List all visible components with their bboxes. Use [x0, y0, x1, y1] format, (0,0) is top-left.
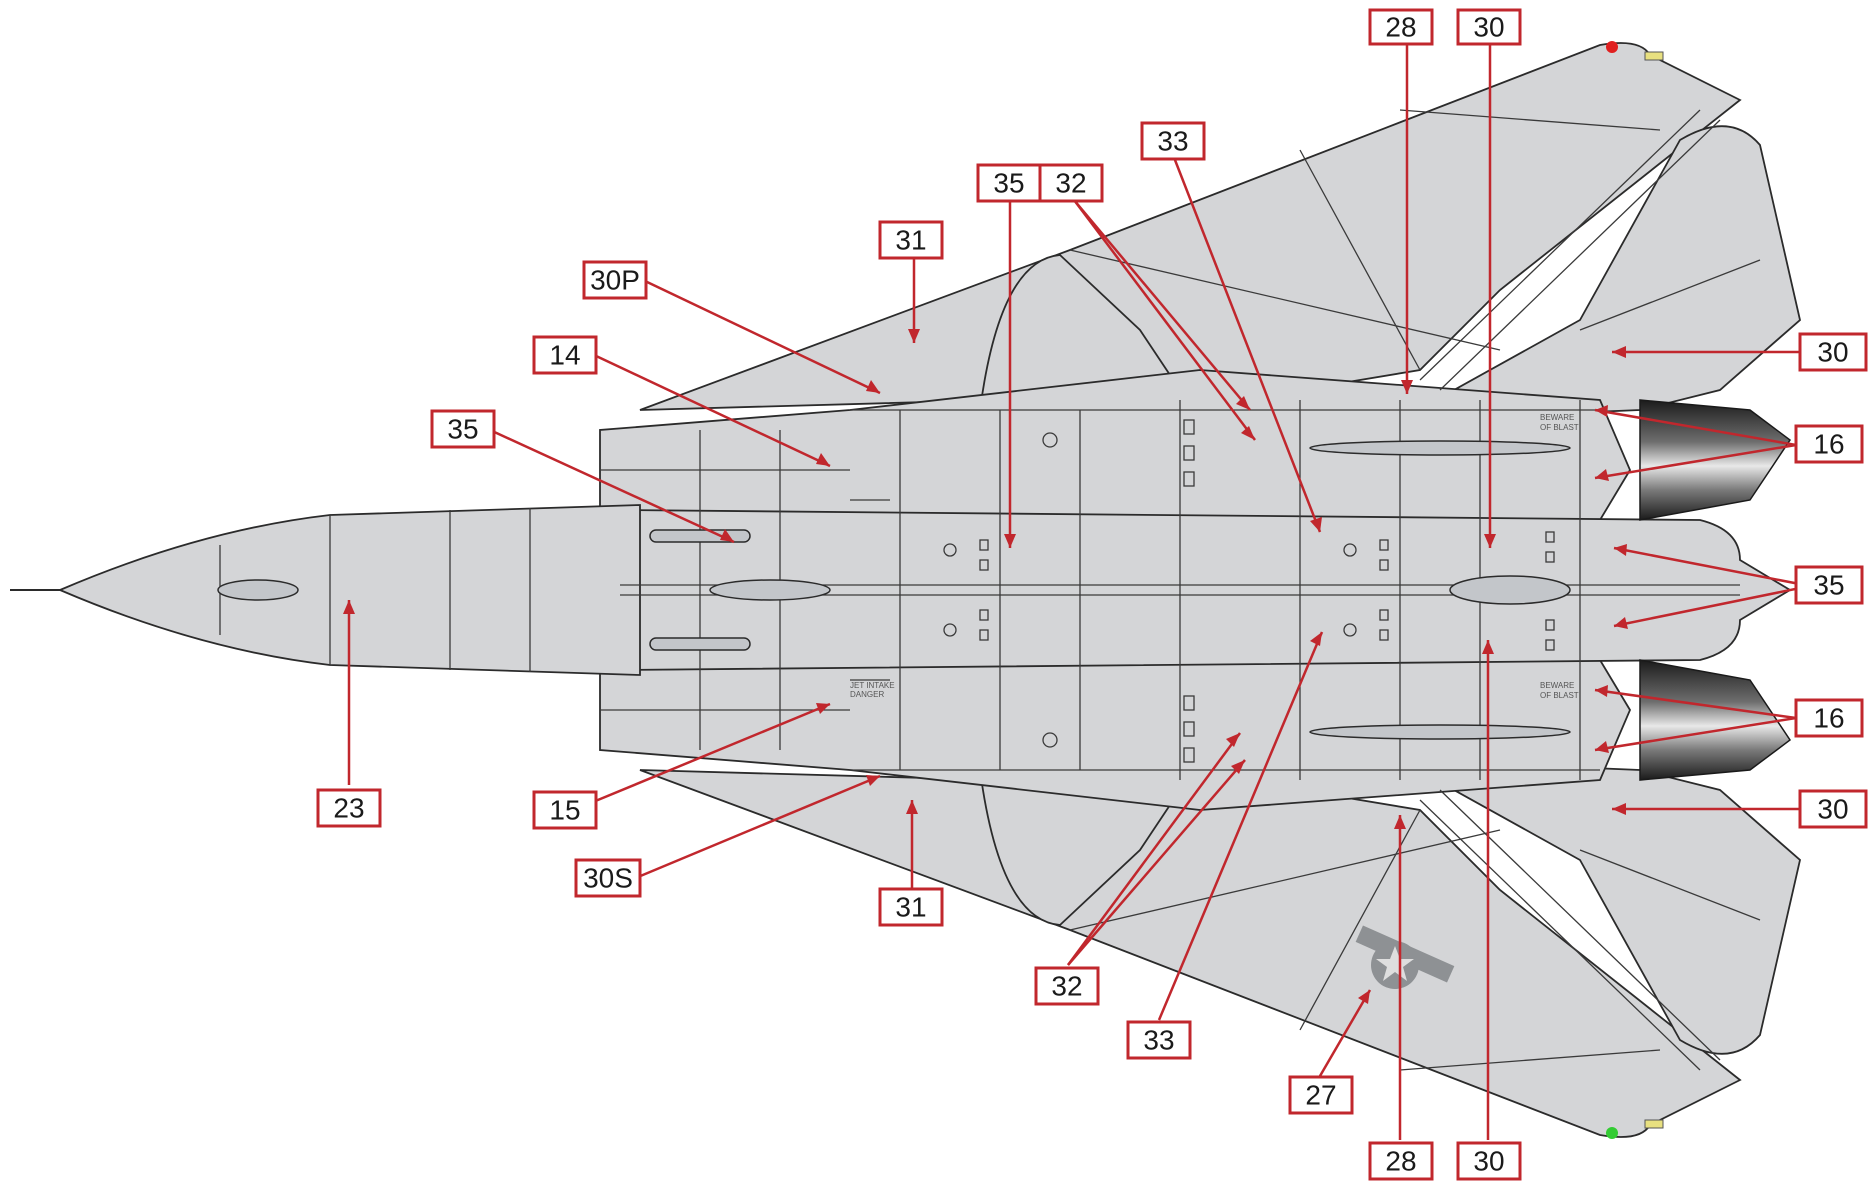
callout-32-top: 32 [1038, 163, 1104, 203]
svg-text:32: 32 [1055, 168, 1086, 199]
callout-15: 15 [532, 790, 598, 830]
starboard-stabilator [1399, 759, 1801, 1055]
svg-text:16: 16 [1813, 703, 1844, 734]
svg-text:31: 31 [895, 225, 926, 256]
callout-33-bottom: 33 [1126, 1020, 1192, 1060]
svg-text:23: 23 [333, 793, 364, 824]
jet-intake-line1: JET INTAKE [850, 681, 895, 690]
callout-30-bottom: 30 [1456, 1141, 1522, 1181]
forward-missile-port [709, 579, 831, 601]
svg-text:28: 28 [1385, 12, 1416, 43]
arrowheads [343, 329, 1628, 1004]
airframe: BEWARE OF BLAST BEWARE OF BLAST JET INTA… [10, 41, 1801, 1139]
svg-text:30: 30 [1817, 337, 1848, 368]
callout-30s: 30S [574, 858, 642, 898]
beware-lower-line1: BEWARE [1540, 681, 1574, 690]
svg-text:35: 35 [1813, 570, 1844, 601]
callout-35-top: 35 [976, 163, 1042, 203]
svg-text:30: 30 [1473, 12, 1504, 43]
nose-gear-door [217, 579, 299, 601]
starboard-nozzle [1639, 659, 1792, 781]
national-insignia [1355, 925, 1455, 989]
svg-text:35: 35 [993, 168, 1024, 199]
beware-upper-line2: OF BLAST [1540, 423, 1579, 432]
svg-text:32: 32 [1051, 971, 1082, 1002]
svg-text:33: 33 [1143, 1025, 1174, 1056]
access-panels [943, 419, 1555, 763]
callout-35-left: 35 [430, 409, 496, 449]
svg-text:15: 15 [549, 795, 580, 826]
callout-30-top: 30 [1456, 8, 1522, 46]
center-fuselage [619, 509, 1792, 671]
beware-lower-line2: OF BLAST [1540, 691, 1579, 700]
callout-28-top: 28 [1368, 8, 1434, 46]
port-nozzle [1639, 399, 1792, 521]
svg-text:30: 30 [1817, 794, 1848, 825]
callout-30-right-lower: 30 [1798, 789, 1868, 829]
callout-32-bottom: 32 [1034, 966, 1100, 1006]
starboard-glove [978, 768, 1182, 926]
svg-text:30P: 30P [590, 265, 640, 296]
callout-14: 14 [532, 335, 598, 375]
missile-rail-port [649, 529, 751, 543]
leader-lines [347, 44, 1811, 1140]
jet-intake-line2: DANGER [850, 690, 884, 699]
svg-text:16: 16 [1813, 429, 1844, 460]
svg-text:30: 30 [1473, 1146, 1504, 1177]
port-formation-light [1644, 51, 1664, 61]
callout-33-top: 33 [1140, 121, 1206, 161]
port-stabilator [1399, 125, 1801, 421]
callout-16-upper: 16 [1794, 424, 1864, 464]
port-glove [978, 254, 1182, 412]
callouts: 28 30 33 35 32 31 30P 14 [316, 8, 1868, 1181]
svg-text:33: 33 [1157, 126, 1188, 157]
forward-fuselage [57, 504, 641, 676]
port-strake-fairing [1309, 440, 1571, 456]
callout-30-right-upper: 30 [1798, 332, 1868, 372]
svg-text:30S: 30S [583, 863, 633, 894]
starboard-strake-fairing [1309, 724, 1571, 740]
callout-27: 27 [1288, 1075, 1354, 1115]
starboard-nav-light [1606, 1127, 1618, 1139]
callout-35-right: 35 [1794, 565, 1864, 605]
svg-text:31: 31 [895, 892, 926, 923]
svg-text:27: 27 [1305, 1080, 1336, 1111]
svg-text:35: 35 [447, 414, 478, 445]
starboard-formation-light [1644, 1119, 1664, 1129]
callout-28-bottom: 28 [1368, 1141, 1434, 1181]
callout-31-top: 31 [878, 220, 944, 260]
port-nav-light [1606, 41, 1618, 53]
missile-rail-starboard [649, 637, 751, 651]
callout-23: 23 [316, 788, 382, 828]
beware-upper-line1: BEWARE [1540, 413, 1574, 422]
callout-16-lower: 16 [1794, 698, 1864, 738]
intake-ramps [600, 469, 890, 711]
svg-text:28: 28 [1385, 1146, 1416, 1177]
callout-30p: 30P [582, 260, 648, 300]
center-fairing [1449, 575, 1571, 605]
callout-31-bottom: 31 [878, 887, 944, 927]
svg-text:14: 14 [549, 340, 580, 371]
